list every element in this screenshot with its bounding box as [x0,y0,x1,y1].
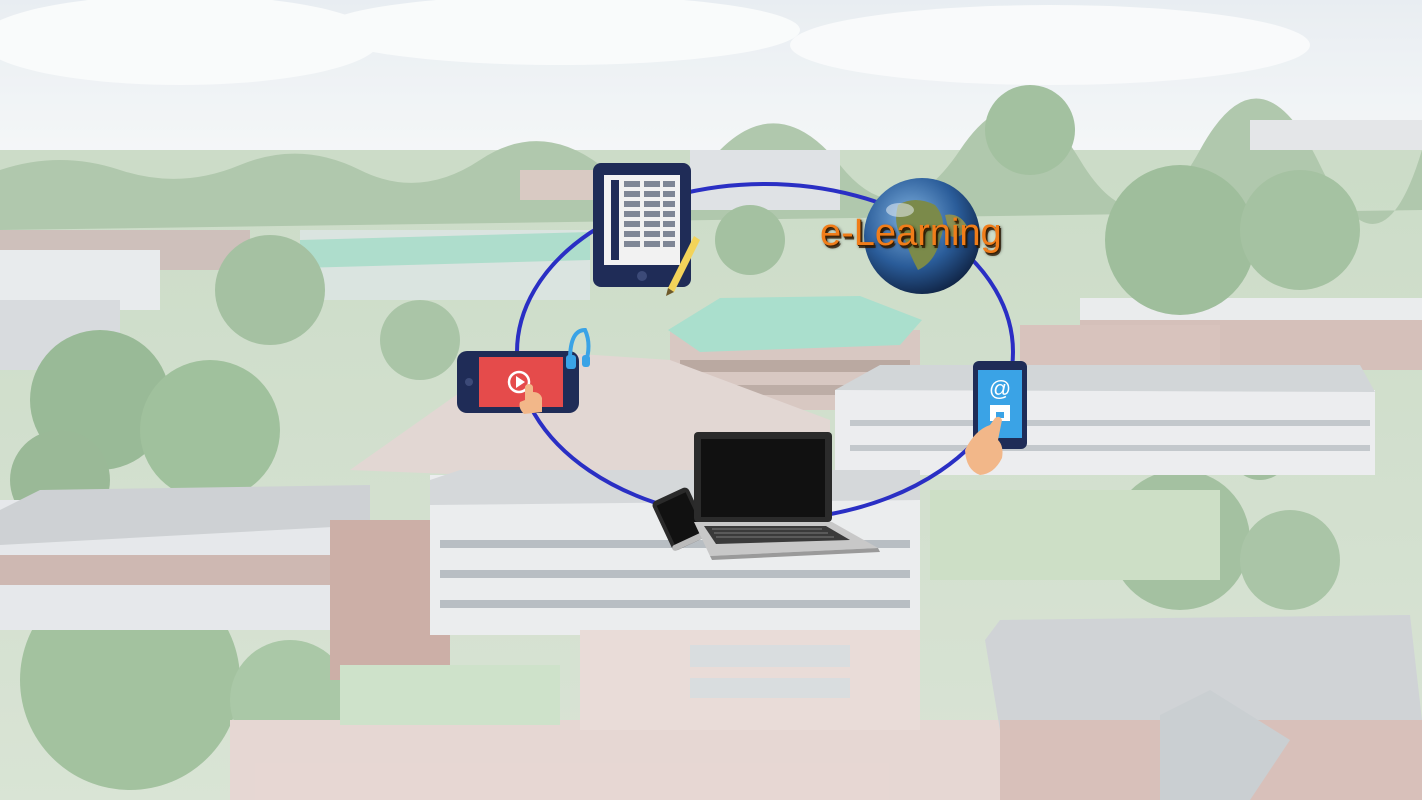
roof [985,615,1422,730]
roof [0,485,370,545]
building [835,390,1375,475]
tree [1240,510,1340,610]
cloud [0,0,380,85]
windows [850,420,1370,451]
roof [1160,690,1290,800]
building [1250,120,1422,150]
roof [835,365,1375,392]
tree [985,85,1075,175]
tree [380,300,460,380]
globe-icon [864,178,980,294]
roof [300,232,590,268]
email-phone-icon: @ [965,361,1027,475]
lawn [930,490,1220,580]
cloud [320,0,800,65]
rooftop [340,665,560,725]
roof [668,296,922,352]
tablet-icon [593,163,700,296]
tree [140,360,280,500]
video-phone-icon [457,327,591,414]
rooftop [690,645,850,667]
tree [1240,170,1360,290]
tree [215,235,325,345]
building [1020,325,1220,370]
svg-text:@: @ [989,376,1011,401]
windows [680,385,910,395]
tree [715,205,785,275]
e-learning-title: e-Learning [822,215,1004,257]
building [0,555,370,585]
windows [680,360,910,372]
tree [1105,165,1255,315]
laptop-icon [694,432,880,560]
rooftop [230,720,1030,800]
e-learning-label: e-Learning [820,212,1002,254]
cloud [790,5,1310,85]
building [690,150,840,210]
rooftop [690,678,850,698]
